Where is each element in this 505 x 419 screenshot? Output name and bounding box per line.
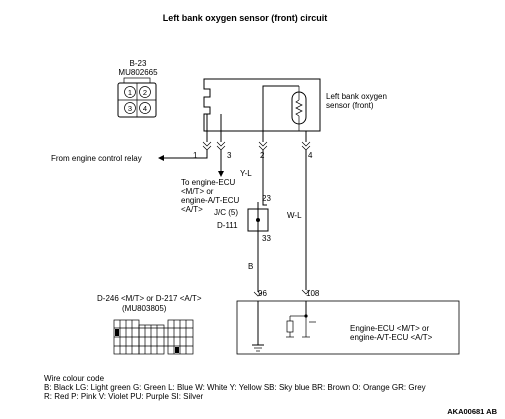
junction-id: D-111: [217, 221, 238, 230]
colour-code-line2: R: Red P: Pink V: Violet PU: Purple SI: …: [44, 392, 204, 401]
joint-connector-icon: [247, 202, 269, 297]
ecu-note-line1: To engine-ECU: [181, 178, 235, 187]
ecu-note-line3: engine-A/T-ECU: [181, 196, 239, 205]
ecu-connector-part-number: (MU803805): [122, 304, 167, 313]
ecu-box: [236, 300, 460, 355]
ecu-connector-pinout-icon: [113, 319, 194, 355]
pin-2-label: 2: [260, 151, 265, 160]
connector-pin-1: 1: [128, 88, 132, 97]
ecu-internal-circuit: [252, 289, 316, 352]
ecu-label-line2: engine-A/T-ECU <A/T>: [350, 333, 433, 342]
figure-id: AKA00681 AB: [447, 407, 497, 416]
ecu-connector-label: D-246 <M/T> or D-217 <A/T>: [97, 294, 202, 303]
pin-3-label: 3: [227, 151, 232, 160]
sensor-label-line2: sensor (front): [326, 101, 374, 110]
connector-pin-2: 2: [143, 88, 147, 97]
sensor-label-line1: Left bank oxygen: [326, 92, 387, 101]
connector-pin-3: 3: [128, 104, 132, 113]
junction-pin-bottom: 33: [262, 234, 271, 243]
wire-colour-wl: W-L: [287, 211, 302, 220]
ecu-label-line1: Engine-ECU <M/T> or: [350, 324, 429, 333]
ecu-pin-108: 108: [306, 289, 320, 298]
connector-part-number: MU802665: [118, 68, 158, 77]
wire-colour-b: B: [248, 262, 253, 271]
ecu-note-line2: <M/T> or: [181, 187, 214, 196]
sensor-wiring: [158, 85, 311, 290]
ecu-pin-96: 96: [258, 289, 267, 298]
wire-colour-yl: Y-L: [240, 169, 252, 178]
diagram-title: Left bank oxygen sensor (front) circuit: [163, 13, 328, 23]
pin-1-label: 1: [193, 151, 198, 160]
connector-pin-4: 4: [143, 104, 147, 113]
connector-id: B-23: [130, 59, 147, 68]
junction-label: J/C (5): [214, 208, 238, 217]
junction-pin-top: 23: [262, 194, 271, 203]
pin-4-label: 4: [308, 151, 313, 160]
connector-b23-icon: [117, 77, 157, 118]
colour-code-line1: B: Black LG: Light green G: Green L: Blu…: [44, 383, 426, 392]
colour-code-heading: Wire colour code: [44, 374, 105, 383]
ecu-note-line4: <A/T>: [181, 205, 203, 214]
relay-label: From engine control relay: [51, 154, 142, 163]
oxygen-sensor-icon: [203, 78, 321, 132]
